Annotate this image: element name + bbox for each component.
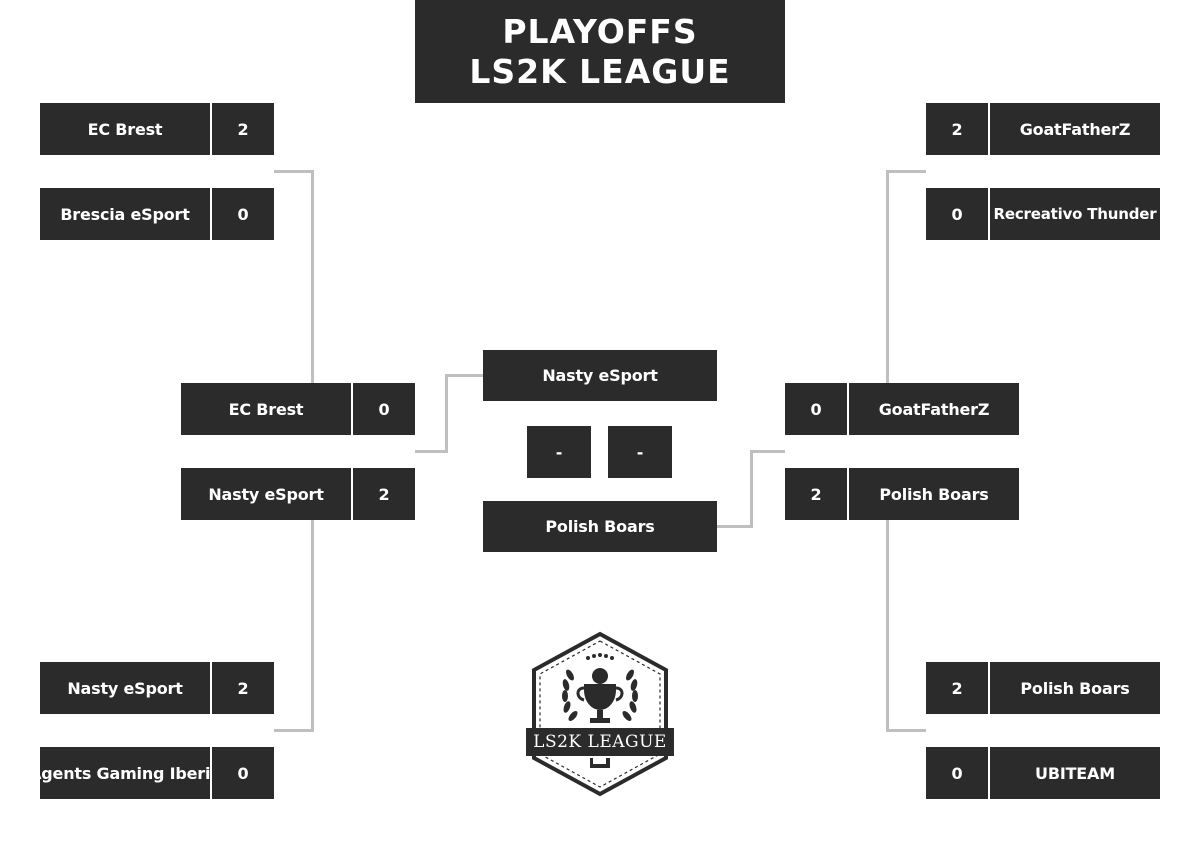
left-sf-team1-score: 0 <box>353 383 415 435</box>
connector-left-sf-v <box>445 374 448 453</box>
bracket-title: PLAYOFFS LS2K LEAGUE <box>415 0 785 103</box>
connector-right-top-h <box>886 170 926 173</box>
final-team-top: Nasty eSport <box>483 350 717 401</box>
connector-right-sf-h2 <box>717 525 753 528</box>
final-team-bottom: Polish Boars <box>483 501 717 552</box>
right-sf-team2-score: 2 <box>785 468 847 520</box>
connector-right-sf-v <box>750 450 753 528</box>
connector-left-top-v <box>311 170 314 383</box>
connector-left-bottom-v <box>311 520 314 732</box>
left-qf1-team2-score: 0 <box>212 188 274 240</box>
right-qf2-team1-name: Polish Boars <box>990 662 1160 714</box>
logo-text: LS2K LEAGUE <box>533 732 667 752</box>
right-qf1-team2-name: Recreativo Thunder <box>990 188 1160 240</box>
left-qf2-team2-score: 0 <box>212 747 274 799</box>
right-qf2-team1-score: 2 <box>926 662 988 714</box>
connector-right-bottom-v <box>886 520 889 732</box>
left-sf-team1-name: EC Brest <box>181 383 351 435</box>
right-qf2-team2-score: 0 <box>926 747 988 799</box>
right-qf1-team2-score: 0 <box>926 188 988 240</box>
left-qf2-team2-name: Agents Gaming Iberia <box>29 747 221 799</box>
connector-right-bottom-h <box>886 729 926 732</box>
left-sf-team2-name: Nasty eSport <box>181 468 351 520</box>
connector-left-sf-h1 <box>415 450 448 453</box>
league-logo: LS2K LEAGUE <box>520 630 680 800</box>
left-qf2-team1-score: 2 <box>212 662 274 714</box>
right-sf-team1-score: 0 <box>785 383 847 435</box>
connector-left-top-h <box>274 170 314 173</box>
left-sf-team2-score: 2 <box>353 468 415 520</box>
title-line-1: PLAYOFFS <box>502 11 698 51</box>
left-qf1-team2-name: Brescia eSport <box>40 188 210 240</box>
connector-right-sf-h1 <box>752 450 785 453</box>
connector-left-bottom-h <box>274 729 314 732</box>
left-qf1-team1-name: EC Brest <box>40 103 210 155</box>
connector-right-top-v <box>886 170 889 383</box>
right-sf-team1-name: GoatFatherZ <box>849 383 1019 435</box>
final-score-left: - <box>527 426 591 478</box>
title-line-2: LS2K LEAGUE <box>469 51 731 91</box>
right-qf1-team1-name: GoatFatherZ <box>990 103 1160 155</box>
right-sf-team2-name: Polish Boars <box>849 468 1019 520</box>
logo-emblem-icon <box>526 631 674 797</box>
left-qf2-team1-name: Nasty eSport <box>40 662 210 714</box>
connector-left-sf-h2 <box>445 374 483 377</box>
right-qf2-team2-name: UBITEAM <box>990 747 1160 799</box>
right-qf1-team1-score: 2 <box>926 103 988 155</box>
left-qf1-team1-score: 2 <box>212 103 274 155</box>
final-score-right: - <box>608 426 672 478</box>
